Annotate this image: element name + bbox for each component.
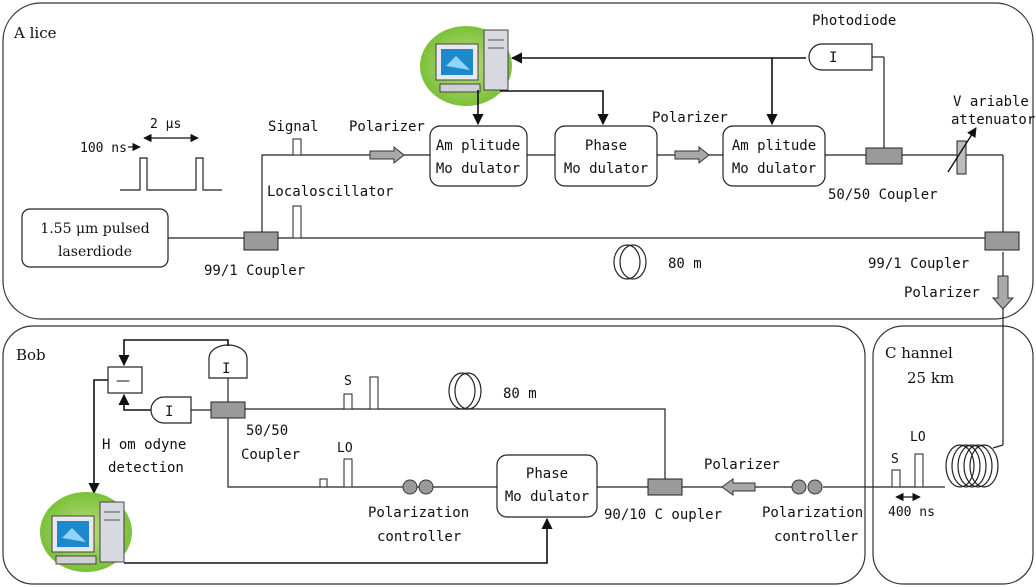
channel-panel — [872, 325, 1034, 585]
pc-left-line2: controller — [377, 529, 461, 545]
homodyne-line1: H om odyne — [102, 437, 186, 453]
subtractor-symbol: — — [116, 373, 130, 389]
bob-lo-small-pulse — [319, 478, 328, 488]
coupler-90-10-label: 90/10 C oupler — [604, 507, 722, 523]
coupler-50-50-bob-line2: Coupler — [241, 447, 300, 463]
bob-title: Bob — [16, 346, 46, 364]
delay-80m-bob-label: 80 m — [503, 386, 537, 402]
coupler-50-50-bob-line1: 50/50 — [246, 423, 288, 439]
phase-mod-alice-line1: Phase — [585, 138, 627, 154]
coupler-99-1-left — [243, 231, 279, 251]
polarizer-1-arrow — [369, 145, 405, 165]
laser-line1: 1.55 μm pulsed — [40, 221, 149, 237]
polarization-controller-left — [402, 479, 434, 495]
phase-mod-alice-line2: Mo dulator — [564, 161, 648, 177]
detector-left-symbol: I — [165, 404, 173, 420]
polarizer-1-label: Polarizer — [349, 119, 425, 135]
variable-attenuator — [947, 127, 977, 175]
coupler-50-50-bob — [210, 401, 246, 419]
amp-mod-1-line2: Mo dulator — [436, 161, 520, 177]
phase-modulator-bob — [496, 454, 598, 518]
coupler-50-50-alice-label: 50/50 Coupler — [828, 187, 938, 203]
polarizer-out-arrow — [991, 275, 1015, 310]
ctrl-line-pm — [500, 90, 609, 126]
coupler-99-1-left-label: 99/1 Coupler — [204, 263, 305, 279]
channel-s-label: S — [891, 452, 899, 467]
bob-s-pulse-2 — [369, 376, 379, 410]
pc-left-line1: Polarization — [368, 505, 469, 521]
bob-polarizer-label: Polarizer — [704, 457, 780, 473]
pulse-width-label: 100 ns — [80, 141, 127, 156]
computer-to-phase-modulator — [124, 517, 553, 564]
channel-lo-label: LO — [910, 430, 926, 445]
coupler-90-10 — [647, 478, 683, 496]
polarizer-2-label: Polarizer — [652, 110, 728, 126]
bob-s-pulse — [343, 393, 353, 410]
detector-top — [208, 344, 248, 379]
photodiode-label: Photodiode — [812, 13, 896, 29]
pc-right-line1: Polarization — [762, 505, 863, 521]
polarizer-out-label: Polarizer — [904, 285, 980, 301]
channel-fiber-spool — [945, 444, 1004, 488]
signal-pulse — [292, 138, 302, 156]
subtractor-box — [107, 366, 143, 394]
pc-right-line2: controller — [774, 529, 858, 545]
phase-modulator-alice — [554, 125, 658, 187]
amp-mod-2-line2: Mo dulator — [732, 161, 816, 177]
pulse-period-label: 2 μs — [150, 117, 181, 132]
amp-mod-1-line1: Am plitude — [436, 138, 520, 154]
fiber-spool-80m-alice — [613, 244, 647, 280]
photodiode — [808, 43, 873, 71]
homodyne-line2: detection — [108, 460, 184, 476]
bob-lo-label: LO — [337, 441, 353, 456]
coupler-99-1-right — [984, 231, 1020, 251]
phase-mod-bob-line1: Phase — [526, 466, 568, 482]
delay-80m-alice-label: 80 m — [668, 256, 702, 272]
pulse-train — [120, 133, 222, 191]
amplitude-modulator-1 — [429, 125, 528, 187]
amplitude-modulator-2 — [722, 125, 826, 187]
coupler-50-50-alice — [865, 147, 903, 165]
bob-panel — [2, 325, 866, 585]
fiber-spool-80m-bob — [448, 372, 482, 410]
detector-top-symbol: I — [222, 361, 230, 377]
local-oscillator-label: Localoscillator — [267, 184, 393, 200]
phase-mod-bob-line2: Mo dulator — [505, 489, 589, 505]
subtractor-to-computer — [88, 379, 108, 495]
detector-left — [150, 396, 192, 424]
alice-title: A lice — [13, 24, 57, 42]
computer-bob-icon — [40, 492, 132, 572]
channel-s-pulse — [891, 469, 901, 488]
detector-top-to-subtractor — [118, 339, 229, 367]
channel-lo-pulse — [914, 453, 924, 488]
channel-delay-label: 400 ns — [888, 505, 935, 520]
computer-alice-icon — [420, 26, 512, 106]
lo-pulse — [292, 205, 302, 239]
amp-mod-2-line1: Am plitude — [732, 138, 816, 154]
variable-attenuator-line2: attenuator — [951, 112, 1035, 128]
channel-title-line1: C hannel — [885, 344, 953, 362]
coupler-99-1-right-label: 99/1 Coupler — [868, 256, 969, 272]
bob-s-label: S — [344, 374, 352, 389]
polarization-controller-right — [791, 479, 823, 495]
variable-attenuator-line1: V ariable — [953, 94, 1029, 110]
bob-lo-pulse — [343, 458, 353, 488]
bob-polarizer-arrow — [721, 478, 756, 496]
photodiode-symbol: I — [829, 50, 837, 66]
alice-panel — [2, 2, 1034, 320]
bob-upper-fiber — [245, 408, 666, 479]
channel-title-line2: 25 km — [907, 369, 954, 387]
laser-line2: laserdiode — [58, 244, 132, 260]
signal-label: Signal — [268, 119, 319, 135]
polarizer-2-arrow — [674, 145, 710, 165]
detector-left-to-subtractor — [118, 393, 151, 411]
